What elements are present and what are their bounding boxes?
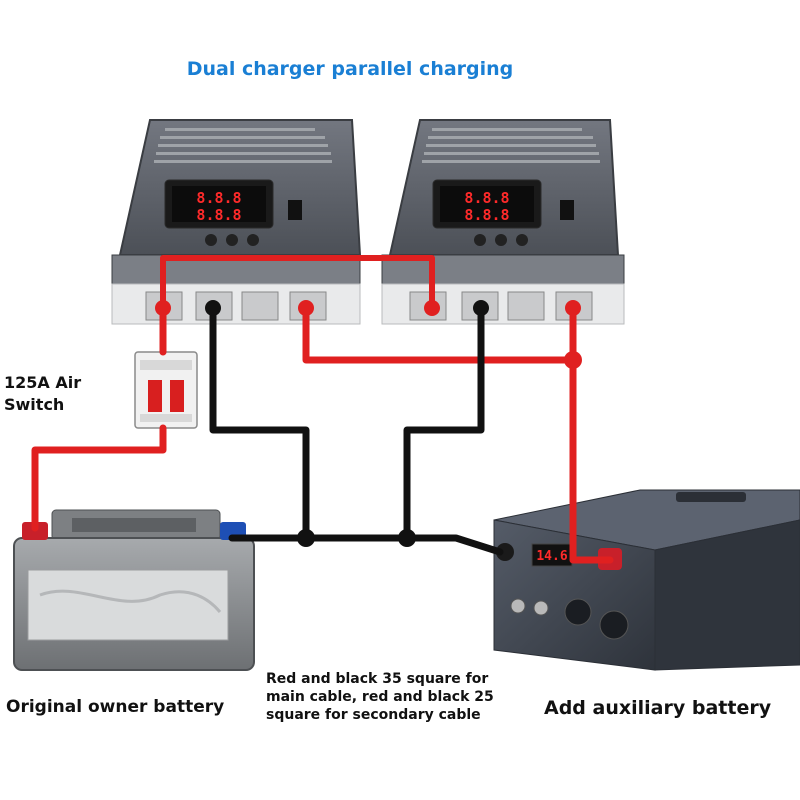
owner-battery-label: Original owner battery xyxy=(6,697,225,717)
junction-charger-1-negative xyxy=(205,300,221,316)
charger-2-button-1[interactable] xyxy=(474,234,486,246)
air-switch[interactable] xyxy=(134,351,198,429)
charger-1-power-switch[interactable] xyxy=(288,200,302,220)
charger-1: 8.8.8 8.8.8 xyxy=(111,119,362,325)
charger-1-button-1[interactable] xyxy=(205,234,217,246)
charger-2-amp-display: 8.8.8 xyxy=(464,206,509,224)
junction-output-positive-merge xyxy=(564,351,582,369)
cable-spec-note: Red and black 35 square for main cable, … xyxy=(266,671,494,723)
charger-1-volt-display: 8.8.8 xyxy=(196,189,241,207)
junction-charger-1-input-positive xyxy=(155,300,171,316)
junction-negative-1 xyxy=(297,529,315,547)
charger-1-amp-display: 8.8.8 xyxy=(196,206,241,224)
charger-2-button-3[interactable] xyxy=(516,234,528,246)
charger-2-label-text xyxy=(422,128,600,163)
aux-battery-socket-2[interactable] xyxy=(599,610,629,640)
wire-owner-positive-to-switch xyxy=(31,424,167,532)
wire-charger-1-negative xyxy=(209,304,310,542)
wire-charger-2-output-to-aux xyxy=(569,304,614,564)
charger-1-button-2[interactable] xyxy=(226,234,238,246)
junction-charger-1-output-positive xyxy=(298,300,314,316)
aux-battery-voltmeter: 14.6 xyxy=(536,549,567,564)
aux-battery-label: Add auxiliary battery xyxy=(544,697,772,719)
wire-charger-2-negative xyxy=(403,304,485,542)
aux-battery-handle xyxy=(676,492,746,502)
aux-battery-negative-terminal xyxy=(496,543,514,561)
charger-2: 8.8.8 8.8.8 xyxy=(381,119,625,325)
charger-2-button-2[interactable] xyxy=(495,234,507,246)
diagram-title: Dual charger parallel charging xyxy=(186,58,514,80)
aux-battery-socket-1[interactable] xyxy=(564,598,592,626)
aux-battery: 14.6 xyxy=(493,489,800,671)
charger-2-power-switch[interactable] xyxy=(560,200,574,220)
charger-1-button-3[interactable] xyxy=(247,234,259,246)
air-switch-label: 125A Air Switch xyxy=(4,373,82,414)
junction-charger-2-input-positive xyxy=(424,300,440,316)
owner-battery xyxy=(13,509,255,671)
charger-1-label-text xyxy=(154,128,332,163)
wire-negative-bus xyxy=(228,534,504,556)
junction-negative-2 xyxy=(398,529,416,547)
charger-2-volt-display: 8.8.8 xyxy=(464,189,509,207)
junction-charger-2-negative xyxy=(473,300,489,316)
wire-charger-1-input-to-charger-2-input xyxy=(160,255,435,311)
junction-charger-2-output-positive xyxy=(565,300,581,316)
